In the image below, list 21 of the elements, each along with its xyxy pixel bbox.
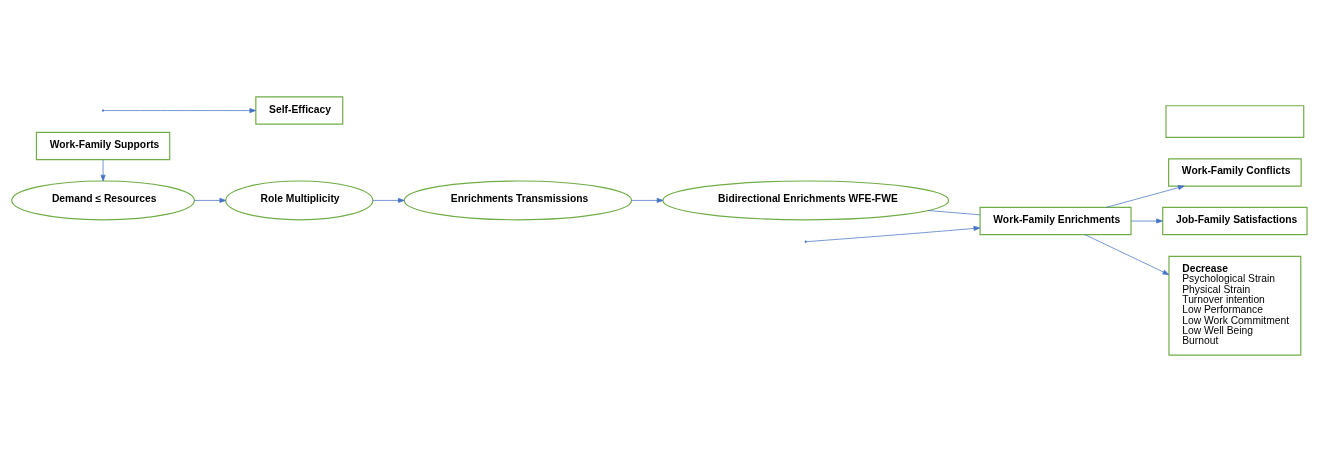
arrow bbox=[806, 226, 981, 242]
arrow bbox=[631, 198, 664, 203]
connector bbox=[927, 210, 981, 216]
arrow bbox=[1084, 234, 1170, 275]
node-ellipse: Role Multiplicity bbox=[225, 180, 374, 221]
node-ellipse: Enrichments Transmissions bbox=[403, 180, 633, 221]
node-box bbox=[1165, 105, 1305, 139]
node-box: Work-Family Conflicts bbox=[1168, 158, 1302, 187]
arrow bbox=[103, 108, 257, 113]
node-box: Self-Efficacy bbox=[255, 96, 344, 125]
node-box: Work-Family Supports bbox=[35, 131, 171, 161]
arrow bbox=[1105, 185, 1185, 208]
node-ellipse: Bidirectional Enrichments WFE-FWE bbox=[662, 180, 950, 221]
arrow bbox=[100, 159, 106, 182]
node-box: Work-Family Enrichments bbox=[979, 206, 1132, 236]
arrow bbox=[1130, 218, 1163, 224]
arrow bbox=[372, 198, 405, 203]
node-ellipse: Demand ≤ Resources bbox=[11, 180, 195, 221]
node-box: Decrease Psychological Strain Physical Strain Turnover intention Low Performance Low Work Commitment Low Well Being Burnout bbox=[1168, 255, 1302, 356]
arrow bbox=[193, 198, 227, 203]
node-box: Job-Family Satisfactions bbox=[1162, 206, 1308, 236]
